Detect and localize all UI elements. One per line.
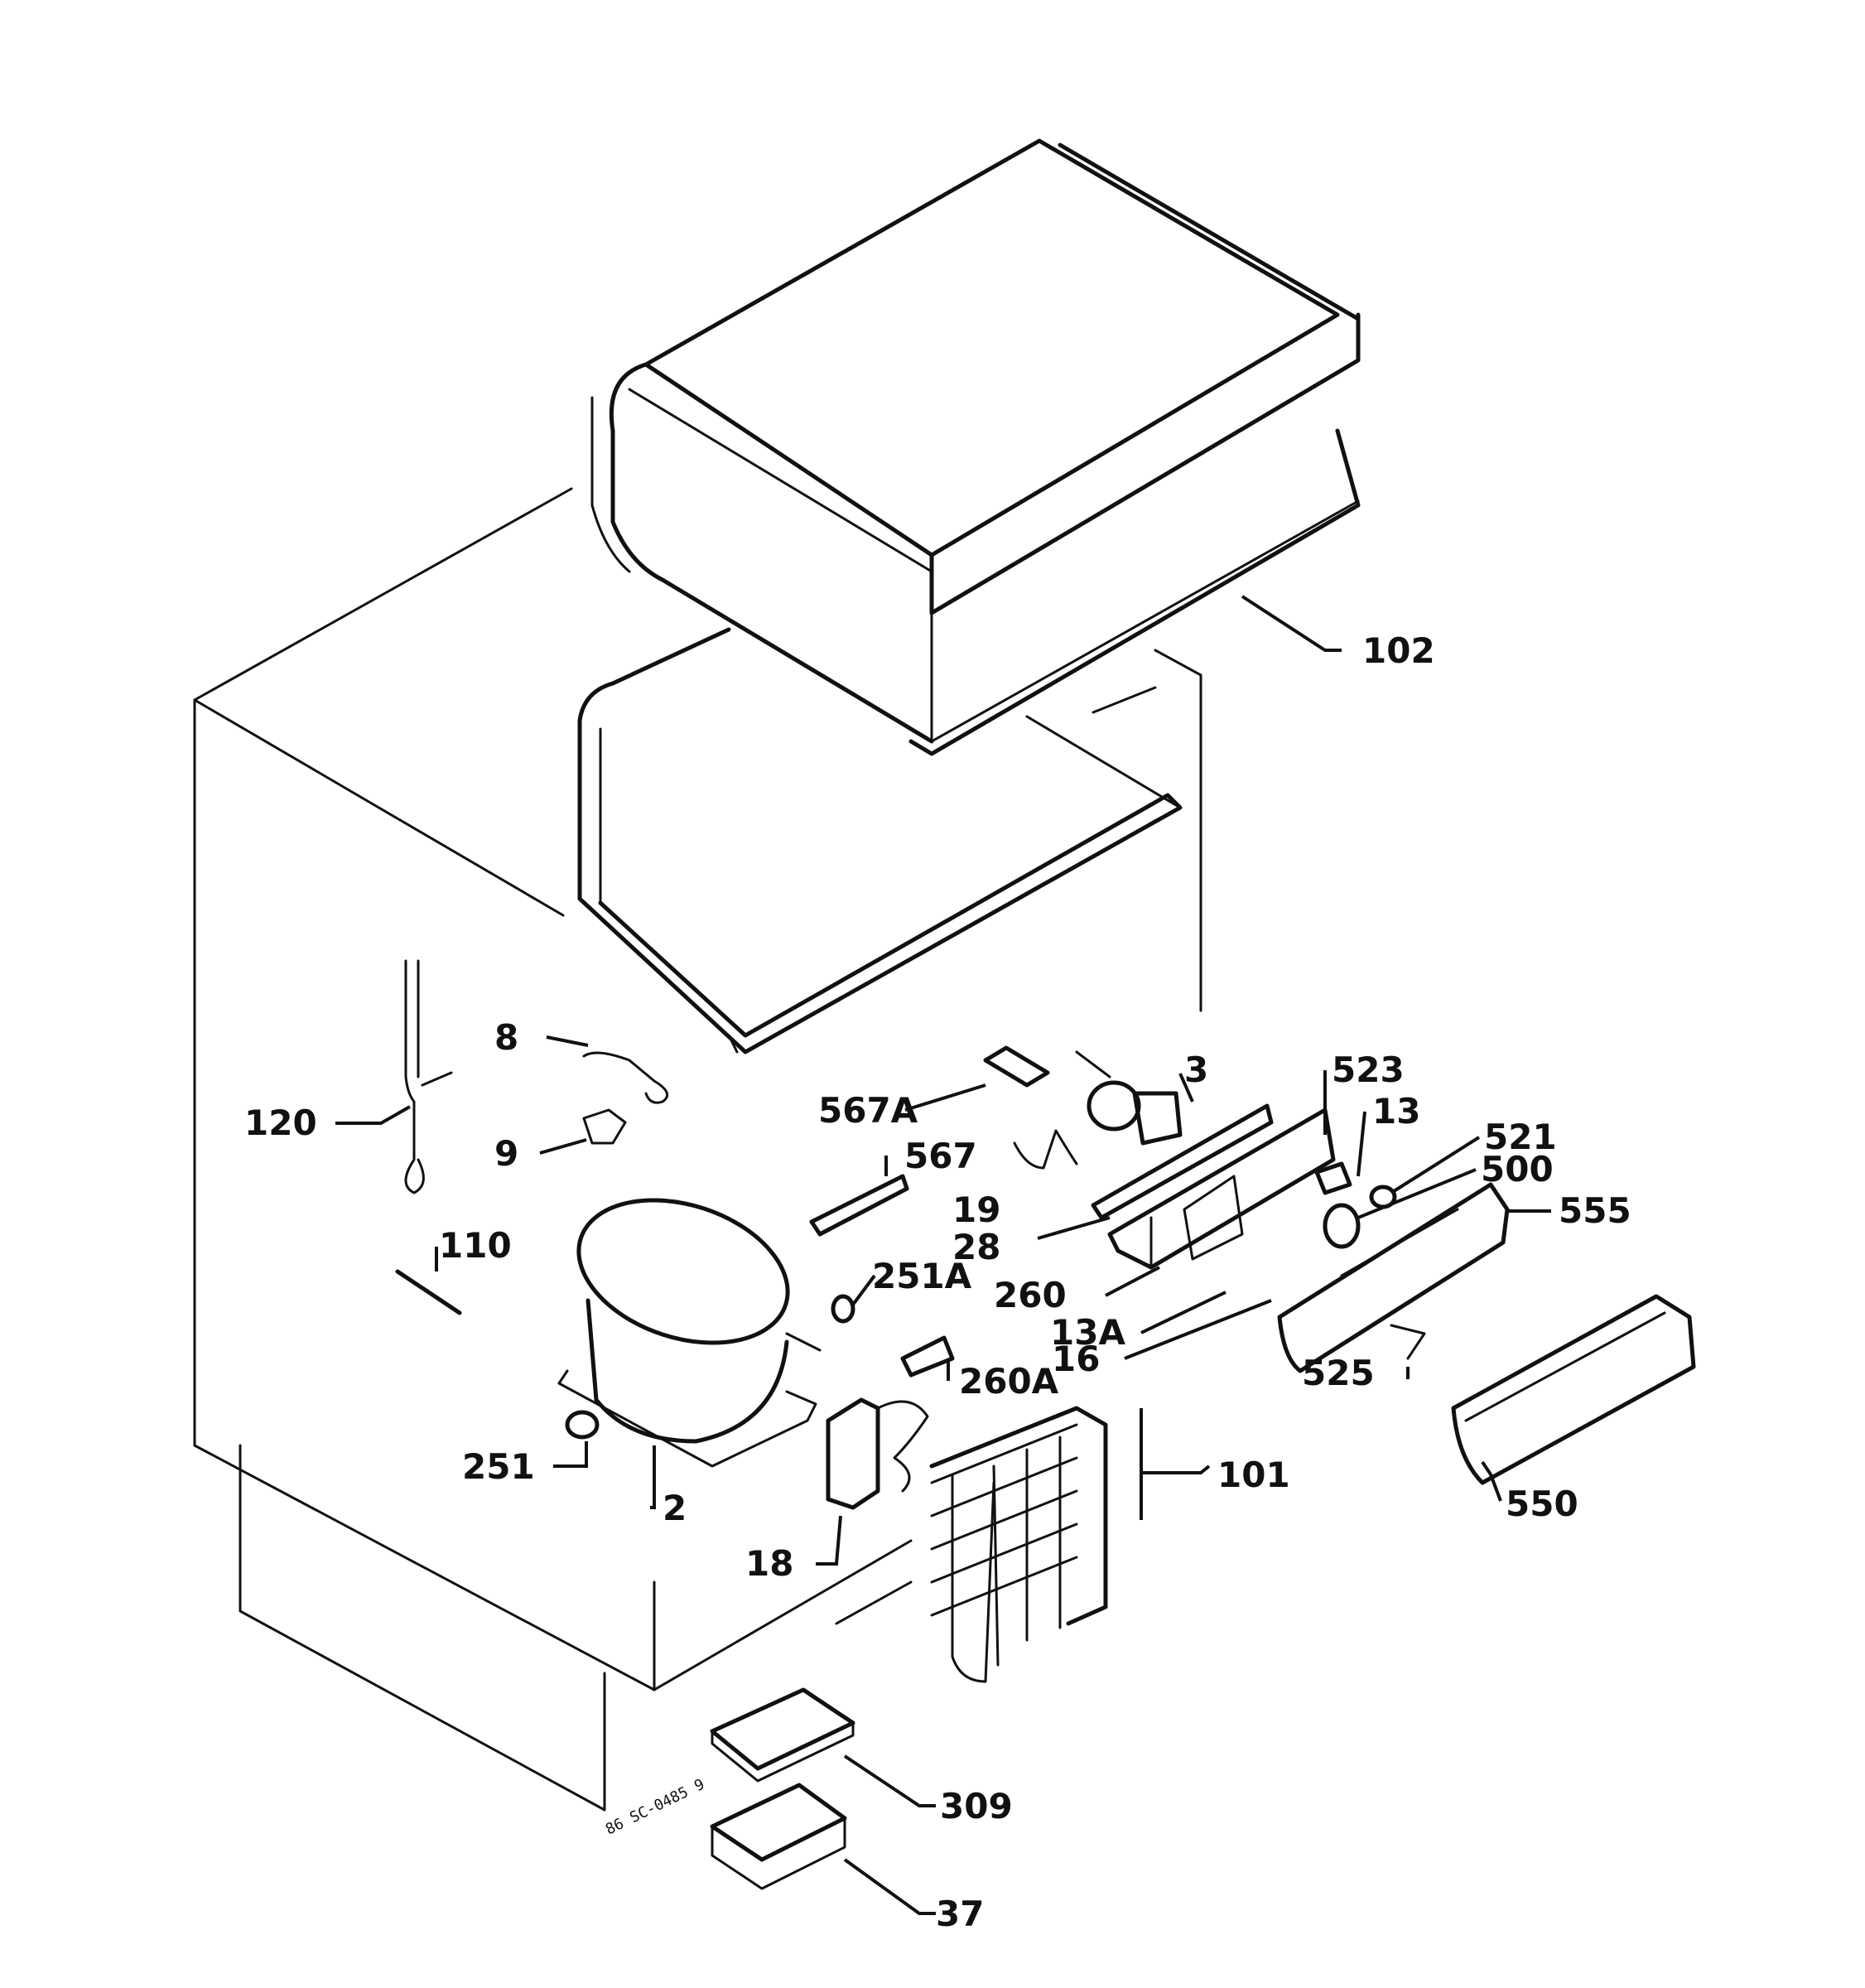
drip-tray bbox=[577, 627, 1183, 1054]
condenser-101 bbox=[929, 1406, 1108, 1683]
part-567A bbox=[983, 1045, 1050, 1088]
part-251A bbox=[831, 1294, 855, 1324]
callout-37: 37 bbox=[936, 1894, 984, 1934]
callout-18: 18 bbox=[745, 1543, 793, 1584]
callout-251a: 251A bbox=[872, 1256, 972, 1296]
cabinet-body bbox=[193, 487, 1202, 1812]
part-309 bbox=[710, 1687, 855, 1783]
callout-120: 120 bbox=[244, 1103, 317, 1143]
thermostat-capillary-120 bbox=[404, 959, 453, 1194]
callout-251: 251 bbox=[462, 1446, 535, 1487]
callout-labels: 102 8 120 9 110 567A 3 523 13 521 500 55… bbox=[244, 630, 1631, 1934]
cover-550 bbox=[1451, 1294, 1696, 1485]
thermostat-3 bbox=[1075, 1050, 1183, 1146]
callout-260a: 260A bbox=[959, 1361, 1059, 1402]
callout-521: 521 bbox=[1484, 1117, 1557, 1157]
part-19 bbox=[1013, 1129, 1078, 1170]
part-525 bbox=[1390, 1324, 1426, 1360]
callout-309: 309 bbox=[940, 1786, 1013, 1826]
callout-9: 9 bbox=[494, 1133, 518, 1174]
part-9 bbox=[582, 1108, 627, 1145]
callout-16: 16 bbox=[1052, 1339, 1100, 1379]
callout-110: 110 bbox=[439, 1225, 512, 1266]
callout-525: 525 bbox=[1302, 1353, 1375, 1393]
callout-102: 102 bbox=[1362, 630, 1435, 671]
part-37 bbox=[710, 1783, 847, 1890]
callout-19: 19 bbox=[952, 1189, 1000, 1230]
diagram-reference-code: 86 SC-0485 9 bbox=[603, 1776, 707, 1839]
callout-8: 8 bbox=[494, 1017, 518, 1058]
part-521-13 bbox=[1314, 1161, 1397, 1209]
callout-555: 555 bbox=[1559, 1190, 1631, 1231]
lamp-housing-555 bbox=[1277, 1182, 1510, 1373]
callout-567: 567 bbox=[904, 1136, 977, 1176]
callout-260: 260 bbox=[994, 1275, 1067, 1315]
callout-500: 500 bbox=[1481, 1149, 1554, 1189]
part-251 bbox=[565, 1410, 600, 1440]
callout-523: 523 bbox=[1332, 1049, 1405, 1090]
part-260A bbox=[900, 1335, 955, 1378]
callout-2: 2 bbox=[663, 1488, 687, 1528]
part-8 bbox=[582, 1051, 669, 1104]
callout-567a: 567A bbox=[818, 1090, 918, 1131]
part-110 bbox=[395, 1269, 462, 1315]
callout-28: 28 bbox=[952, 1227, 1000, 1267]
leader-lines bbox=[335, 595, 1551, 1915]
bracket-28-523 bbox=[1091, 1103, 1336, 1270]
part-567 bbox=[809, 1174, 909, 1237]
callout-13a: 13A bbox=[1050, 1312, 1125, 1353]
callout-101: 101 bbox=[1217, 1455, 1290, 1495]
starter-relay-18 bbox=[826, 1397, 929, 1510]
compressor-2 bbox=[557, 1198, 822, 1468]
evaporator-102 bbox=[590, 138, 1361, 756]
callout-13: 13 bbox=[1372, 1091, 1420, 1132]
callout-3: 3 bbox=[1184, 1049, 1208, 1090]
callout-550: 550 bbox=[1506, 1484, 1578, 1524]
